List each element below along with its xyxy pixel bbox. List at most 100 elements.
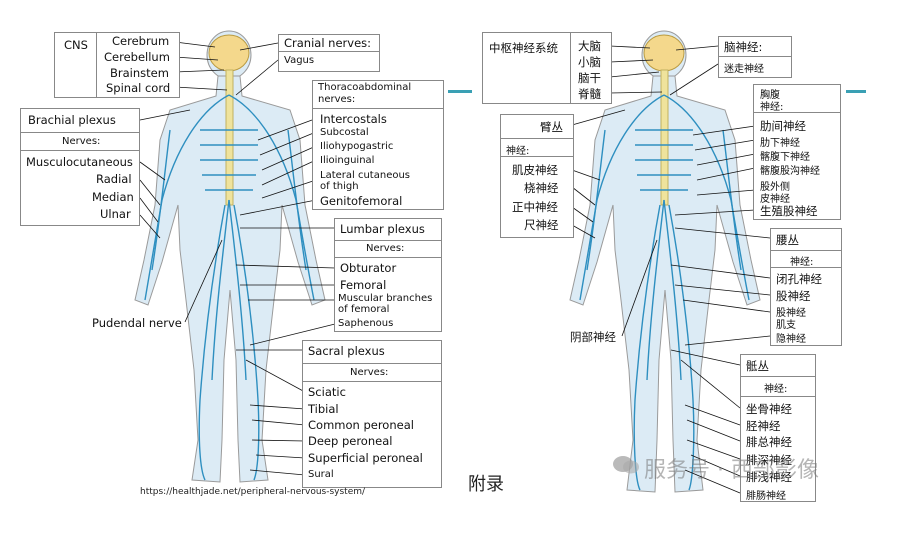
- sacral-item-superficial-peroneal: Superficial peroneal: [308, 451, 423, 465]
- sacral-divider-zh-2: [740, 396, 816, 397]
- cns-divider: [96, 32, 97, 98]
- lumbar-item-obturator: Obturator: [340, 261, 397, 275]
- cns-item-zh-4: 脊髓: [578, 87, 601, 101]
- brachial-box-zh: [500, 114, 574, 238]
- sacral-item-zh-1: 坐骨神经: [746, 402, 792, 416]
- lumbar-title: Lumbar plexus: [340, 222, 425, 236]
- cns-box-zh: [482, 32, 612, 104]
- lumbar-item-of-femoral: of femoral: [338, 304, 390, 315]
- body-figure-english: [134, 30, 336, 483]
- cns-item-cerebellum: Cerebellum: [104, 50, 170, 64]
- lumbar-title-zh: 腰丛: [776, 233, 799, 247]
- brachial-divider-1: [20, 132, 140, 133]
- pudendal-label: Pudendal nerve: [92, 316, 182, 330]
- cns-item-cerebrum: Cerebrum: [112, 34, 170, 48]
- cns-item-zh-1: 大脑: [578, 39, 601, 53]
- thoraco-title-zh-1: 胸腹: [760, 90, 780, 101]
- sacral-divider-zh-1: [740, 376, 816, 377]
- brachial-box: [20, 108, 140, 226]
- thoraco-item-subcostal: Subcostal: [320, 127, 369, 138]
- lumbar-item-zh-4: 肌支: [776, 320, 796, 331]
- thoraco-item-zh-5: 股外侧: [760, 182, 790, 193]
- brachial-item-zh-2: 桡神经: [524, 181, 559, 195]
- lumbar-item-saphenous: Saphenous: [338, 318, 394, 329]
- thoraco-box: [312, 80, 444, 210]
- sacral-item-zh-4: 腓深神经: [746, 453, 792, 467]
- thoraco-item-zh-6: 皮神经: [760, 194, 790, 205]
- thoraco-item-iliohypogastric: Iliohypogastric: [320, 141, 394, 152]
- sacral-item-zh-2: 胫神经: [746, 419, 781, 433]
- sacral-item-common-peroneal: Common peroneal: [308, 418, 414, 432]
- thoraco-item-intercostals: Intercostals: [320, 112, 387, 126]
- brachial-item-musculocutaneous: Musculocutaneous: [26, 155, 133, 169]
- lumbar-divider-zh-1: [770, 250, 842, 251]
- sacral-title: Sacral plexus: [308, 344, 385, 358]
- brachial-item-radial: Radial: [96, 172, 132, 186]
- sacral-item-sciatic: Sciatic: [308, 385, 346, 399]
- thoraco-item-ilioinguinal: Ilioinguinal: [320, 155, 375, 166]
- cns-title: CNS: [64, 38, 88, 52]
- lumbar-item-muscular-branches: Muscular branches: [338, 293, 433, 304]
- brachial-item-zh-3: 正中神经: [512, 200, 558, 214]
- brachial-nerves-header: Nerves:: [62, 136, 101, 147]
- lumbar-item-zh-5: 隐神经: [776, 334, 806, 345]
- brachial-item-median: Median: [92, 190, 134, 204]
- source-url: https://healthjade.net/peripheral-nervou…: [140, 487, 366, 497]
- thoraco-title-2: nerves:: [318, 94, 356, 105]
- brachial-item-zh-4: 尺神经: [524, 218, 559, 232]
- sacral-item-sural: Sural: [308, 469, 334, 480]
- cranial-item-vagus: Vagus: [284, 55, 315, 66]
- sacral-divider-2: [302, 381, 442, 382]
- thoraco-item-zh-2: 肋下神经: [760, 138, 800, 149]
- brachial-item-ulnar: Ulnar: [100, 207, 131, 221]
- sacral-item-deep-peroneal: Deep peroneal: [308, 434, 393, 448]
- brachial-divider-zh-2: [500, 156, 574, 157]
- brachial-divider-2: [20, 150, 140, 151]
- english-diagram: CNS Cerebrum Cerebellum Brainstem Spinal…: [0, 0, 450, 551]
- cranial-divider-zh: [718, 56, 792, 57]
- sacral-nerves-header: Nerves:: [350, 367, 389, 378]
- brachial-divider-zh-1: [500, 138, 574, 139]
- brachial-nerves-header-zh: 神经:: [506, 146, 530, 157]
- sacral-item-zh-5: 腓浅神经: [746, 470, 792, 484]
- sacral-item-tibial: Tibial: [308, 402, 339, 416]
- sacral-divider-1: [302, 363, 442, 364]
- thoraco-title-1: Thoracoabdominal: [318, 82, 412, 93]
- wechat-icon: [612, 454, 640, 476]
- sacral-box: [302, 340, 442, 488]
- cns-item-zh-2: 小脑: [578, 55, 601, 69]
- brachial-title-zh: 臂丛: [540, 120, 563, 134]
- appendix-label: 附录: [468, 474, 504, 495]
- cranial-box: [278, 34, 380, 72]
- cns-title-zh: 中枢神经系统: [489, 41, 558, 55]
- body-figure-chinese: [569, 30, 771, 494]
- thoraco-item-zh-3: 髂腹下神经: [760, 152, 810, 163]
- thoraco-item-genitofemoral: Genitofemoral: [320, 194, 403, 208]
- lumbar-nerves-header: Nerves:: [366, 243, 405, 254]
- cranial-box-zh: [718, 36, 792, 78]
- thoraco-item-zh-1: 肋间神经: [760, 119, 806, 133]
- sacral-box-zh: [740, 354, 816, 502]
- cns-item-zh-3: 脑干: [578, 71, 601, 85]
- lumbar-box-zh: [770, 228, 842, 346]
- thoraco-item-of-thigh: of thigh: [320, 181, 359, 192]
- lumbar-divider-1: [334, 240, 442, 241]
- lumbar-item-zh-3: 股神经: [776, 308, 806, 319]
- lumbar-box: [334, 218, 442, 332]
- lumbar-item-zh-2: 股神经: [776, 289, 811, 303]
- lumbar-divider-2: [334, 257, 442, 258]
- cranial-item-zh-1: 迷走神经: [724, 64, 764, 75]
- separator-bar-left: [448, 90, 472, 93]
- lumbar-item-zh-1: 闭孔神经: [776, 272, 822, 286]
- cns-item-spinal-cord: Spinal cord: [106, 81, 171, 95]
- cranial-divider: [278, 51, 380, 52]
- brachial-item-zh-1: 肌皮神经: [512, 163, 558, 177]
- cranial-title: Cranial nerves:: [284, 36, 372, 50]
- cns-divider-zh: [570, 32, 571, 104]
- thoraco-item-lateral-cutaneous: Lateral cutaneous: [320, 170, 411, 181]
- pudendal-label-zh: 阴部神经: [570, 330, 616, 344]
- thoraco-box-zh: [753, 84, 841, 220]
- cns-box: [54, 32, 180, 98]
- sacral-item-zh-3: 腓总神经: [746, 435, 792, 449]
- lumbar-nerves-header-zh: 神经:: [790, 257, 814, 268]
